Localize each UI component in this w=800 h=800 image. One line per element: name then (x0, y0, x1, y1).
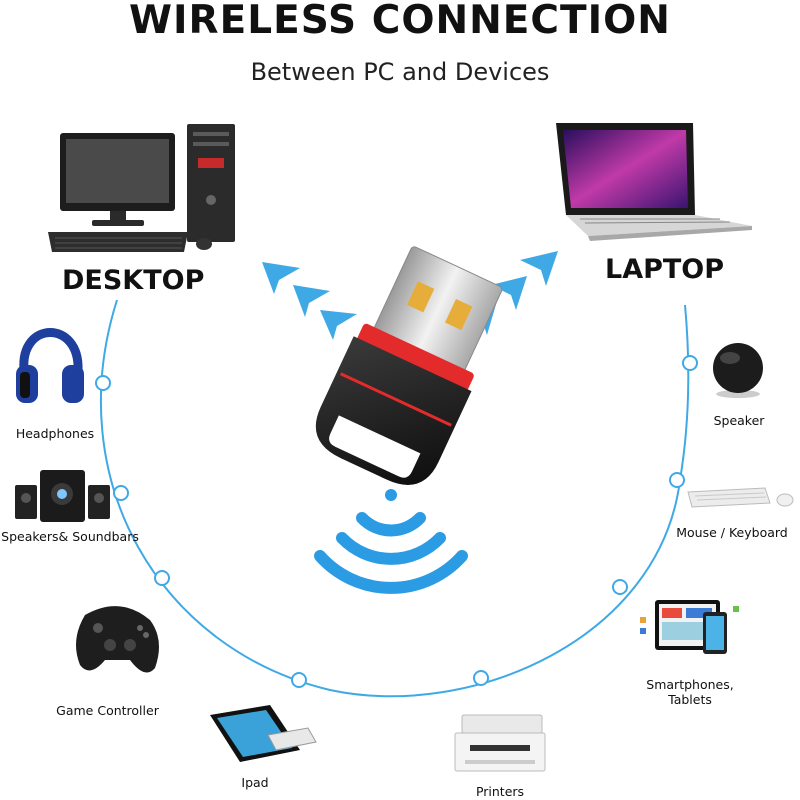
desktop-label: DESKTOP (62, 265, 205, 296)
page-title: WIRELESS CONNECTION (129, 0, 671, 43)
desktop-pc-icon (48, 124, 235, 252)
game-controller-label: Game Controller (56, 703, 159, 718)
wireless-signal-icon (314, 489, 468, 594)
page-subtitle: Between PC and Devices (250, 58, 550, 86)
arc-nodes (95, 355, 698, 688)
ipad-icon (210, 705, 317, 762)
printer-icon (454, 714, 546, 772)
signal-arrows-left (262, 262, 357, 340)
mouse-keyboard-label: Mouse / Keyboard (676, 525, 788, 540)
speakers-soundbars-icon (15, 470, 110, 522)
mouse-keyboard-icon (687, 487, 794, 508)
usb-bluetooth-adapter-icon (315, 246, 503, 485)
connection-arc (100, 299, 690, 698)
game-controller-icon (76, 606, 159, 673)
headphones-label: Headphones (15, 426, 95, 441)
printers-label: Printers (475, 784, 525, 799)
ipad-label: Ipad (241, 775, 269, 790)
laptop-icon (556, 123, 752, 241)
laptop-label: LAPTOP (605, 254, 725, 285)
smartphones-tablets-label: Smartphones, Tablets (646, 677, 734, 707)
smartphones-tablets-icon (640, 600, 739, 654)
speaker-label: Speaker (713, 413, 765, 428)
speakers-soundbars-label: Speakers& Soundbars (1, 529, 139, 544)
speaker-icon (713, 343, 763, 398)
headphones-icon (16, 328, 84, 403)
